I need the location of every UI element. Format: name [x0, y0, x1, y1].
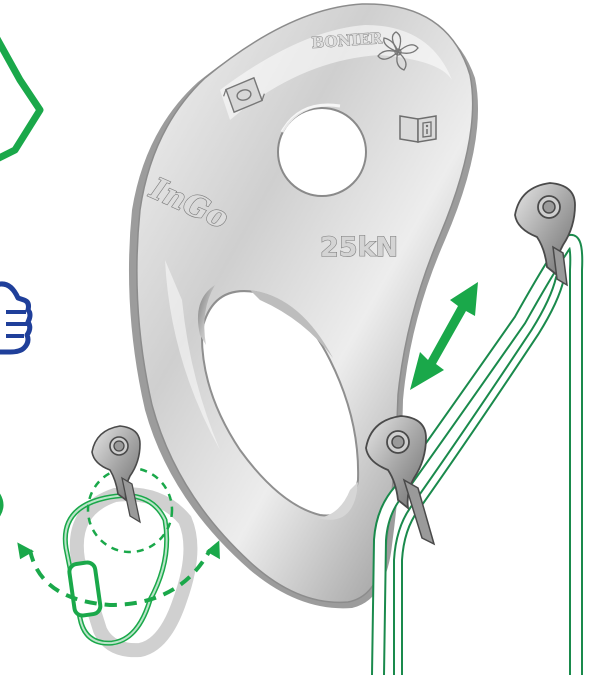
green-mark: [0, 495, 1, 515]
book-info-icon: [400, 116, 436, 142]
checkmark-icon: [0, 35, 40, 160]
thumbs-up-icon: [0, 284, 30, 352]
carabiner-sleeve: [68, 561, 101, 616]
rating-text: 25kN: [320, 232, 398, 263]
